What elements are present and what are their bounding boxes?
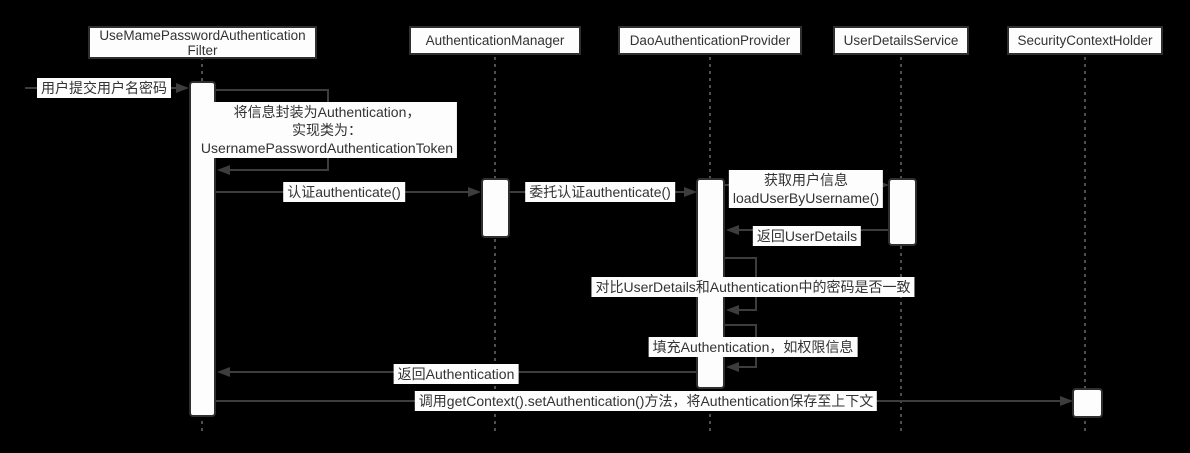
message-label-wrap-authentication-line3: UsernamePasswordAuthenticationToken (200, 140, 454, 156)
arrowhead-submit-credentials (176, 83, 189, 93)
arrowhead-return-userdetails (726, 225, 739, 235)
participant-security-context-holder-label: SecurityContextHolder (1017, 33, 1153, 48)
message-label-load-user-line1: 获取用户信息 (764, 172, 848, 188)
message-label-return-userdetails: 返回UserDetails (752, 226, 862, 246)
message-label-load-user: 获取用户信息 loadUserByUsername() (728, 170, 884, 208)
lifeline-authentication-manager (494, 57, 496, 432)
participant-filter-label-line1: UseMamePasswordAuthentication (99, 27, 306, 43)
lifeline-security-context-holder (1084, 57, 1086, 432)
arrowhead-authenticate (468, 187, 481, 197)
message-label-delegate-authenticate: 委托认证authenticate() (525, 182, 675, 202)
message-line-compare-password-out (725, 257, 757, 259)
message-line-wrap-authentication-out (216, 89, 329, 91)
message-line-wrap-authentication-back (230, 169, 329, 171)
participant-user-details-service: UserDetailsService (833, 26, 969, 55)
activation-authentication-manager (481, 178, 510, 238)
message-line-fill-authentication-back (738, 366, 757, 368)
message-label-fill-authentication: 填充Authentication，如权限信息 (648, 337, 858, 357)
participant-security-context-holder: SecurityContextHolder (1007, 26, 1163, 55)
message-label-compare-password: 对比UserDetails和Authentication中的密码是否一致 (591, 277, 915, 297)
message-label-return-authentication: 返回Authentication (393, 364, 519, 384)
participant-authentication-manager: AuthenticationManager (409, 26, 581, 55)
arrowhead-return-authentication (217, 367, 230, 377)
arrowhead-save-context (1060, 396, 1073, 406)
activation-user-details-service (888, 178, 917, 246)
participant-filter-label-line2: Filter (187, 42, 218, 58)
arrowhead-fill-authentication (726, 362, 739, 372)
participant-dao-authentication-provider-label: DaoAuthenticationProvider (629, 33, 791, 48)
message-label-wrap-authentication-line1: 将信息封装为Authentication， (233, 104, 421, 120)
message-line-fill-authentication-out (725, 324, 757, 326)
participant-dao-authentication-provider: DaoAuthenticationProvider (618, 26, 802, 55)
message-line-compare-password-back (738, 309, 757, 311)
participant-filter: UseMamePasswordAuthentication Filter (88, 26, 317, 59)
arrowhead-delegate-authenticate (684, 187, 697, 197)
arrowhead-compare-password (726, 305, 739, 315)
activation-security-context-holder (1072, 388, 1103, 418)
message-label-load-user-line2: loadUserByUsername() (732, 190, 880, 206)
participant-authentication-manager-label: AuthenticationManager (425, 33, 565, 48)
message-label-wrap-authentication-line2: 实现类为： (291, 122, 362, 138)
arrowhead-wrap-authentication (217, 165, 230, 175)
participant-user-details-service-label: UserDetailsService (843, 33, 959, 48)
message-label-save-context: 调用getContext().setAuthentication()方法，将Au… (414, 391, 878, 411)
message-label-submit-credentials: 用户提交用户名密码 (37, 78, 171, 98)
message-label-authenticate: 认证authenticate() (283, 182, 405, 202)
message-label-wrap-authentication: 将信息封装为Authentication， 实现类为： UsernamePass… (196, 102, 458, 158)
